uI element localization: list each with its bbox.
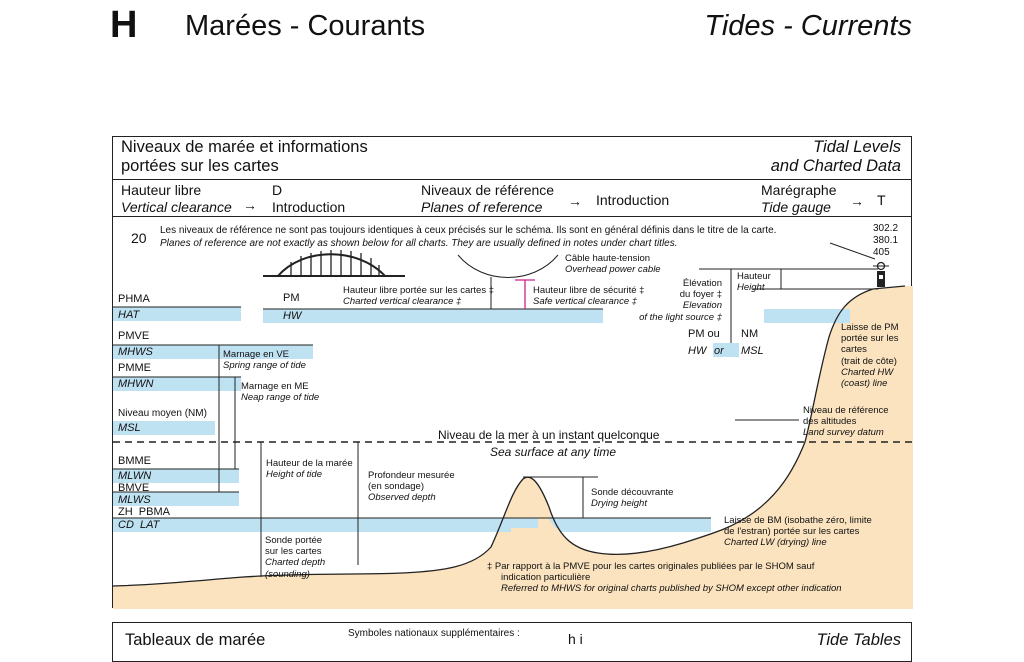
footnote: ‡ Par rapport à la PMVE pour les cartes … <box>487 561 842 595</box>
bottom-title-en: Tide Tables <box>816 631 901 649</box>
sea-surface-fr: Niveau de la mer à un instant quelconque <box>438 428 660 442</box>
bridge-pm-label: PM <box>283 292 300 304</box>
bottom-title-fr: Tableaux de marée <box>125 631 266 649</box>
sea-surface-en: Sea surface at any time <box>490 445 617 459</box>
label-pmme: PMME <box>118 362 151 374</box>
note-en: Planes of reference are not exactly as s… <box>160 238 678 249</box>
chart-datum-water <box>113 518 711 528</box>
spring-range-label: Marnage en VE Spring range of tide <box>223 349 306 372</box>
ref-planes-of-reference[interactable]: Niveaux de référence Planes of reference <box>421 182 555 215</box>
light-elevation-label: Élévation du foyer ‡ Elevation of the li… <box>639 278 722 323</box>
light-hw: HW <box>688 345 707 357</box>
coast-hw-band <box>764 309 850 323</box>
tidal-levels-panel: Niveaux de marée et informations portées… <box>112 136 913 609</box>
label-bmme: BMME <box>118 455 151 467</box>
light-pm-ou: PM ou <box>688 328 720 340</box>
label-bmve: BMVE <box>118 482 150 494</box>
label-hat: HAT <box>118 309 140 321</box>
safe-clearance-label: Hauteur libre de sécurité ‡ Safe vertica… <box>533 285 645 308</box>
light-or: or <box>714 345 724 357</box>
bridge-arch <box>277 253 386 277</box>
bridge-hw-band <box>263 309 603 323</box>
power-cable <box>457 254 559 278</box>
label-phma: PHMA <box>118 293 150 305</box>
label-cd-lat: CD LAT <box>118 519 160 531</box>
light-nm: NM <box>741 328 759 340</box>
bottom-symbol-letters: h i <box>568 631 583 647</box>
neap-range-label: Marnage en ME Neap range of tide <box>241 381 320 404</box>
land-datum-label: Niveau de référence des altitudes Land s… <box>803 405 889 439</box>
light-height-label: Hauteur Height <box>737 271 771 294</box>
panel-title-en: Tidal Levels and Charted Data <box>770 138 901 176</box>
lighthouse-icon <box>873 261 889 287</box>
charted-lw-label: Laisse de BM (isobathe zéro, limite de l… <box>724 515 872 549</box>
power-cable-label: Câble haute-tension Overhead power cable <box>565 253 661 276</box>
coast-hw-label: Laisse de PM portée sur les cartes (trai… <box>841 322 899 390</box>
label-mlws: MLWS <box>118 494 151 506</box>
arrow-icon: → <box>850 193 864 209</box>
tide-tables-panel: Tableaux de marée Symboles nationaux sup… <box>112 622 912 662</box>
ref-vertical-clearance[interactable]: Hauteur libre Vertical clearance <box>121 182 232 215</box>
label-mhws: MHWS <box>118 346 153 358</box>
tide-gauge-leader <box>829 242 876 260</box>
label-pmve: PMVE <box>118 330 150 342</box>
light-msl: MSL <box>741 345 764 357</box>
arrow-icon: → <box>568 193 582 209</box>
bridge-hw-label: HW <box>283 310 302 322</box>
panel-title-fr: Niveaux de marée et informations portées… <box>121 138 368 176</box>
bottom-national-symbols: Symboles nationaux supplémentaires : <box>348 628 520 639</box>
title-divider <box>113 179 911 180</box>
charted-depth-label: Sonde portée sur les cartes Charted dept… <box>265 535 326 580</box>
height-of-tide-label: Hauteur de la marée Height of tide <box>266 458 353 481</box>
observed-depth-label: Profondeur mesurée (en sondage) Observed… <box>368 470 455 504</box>
charted-clearance-label: Hauteur libre portée sur les cartes ‡ Ch… <box>343 285 495 308</box>
section-letter: H <box>110 4 138 46</box>
ref-introduction[interactable]: Introduction <box>596 192 670 208</box>
symbol-codes: 302.2 380.1 405 <box>873 223 899 258</box>
label-msl: MSL <box>118 422 141 434</box>
refs-divider <box>113 216 911 217</box>
arrow-icon: → <box>243 197 257 213</box>
note-fr: Les niveaux de référence ne sont pas tou… <box>160 225 777 236</box>
label-nm: Niveau moyen (NM) <box>118 408 207 419</box>
ref-t-letter[interactable]: T <box>877 192 886 208</box>
page-title-en: Tides - Currents <box>704 10 912 42</box>
cd-band-left <box>113 518 511 532</box>
page-title-fr: Marées - Courants <box>185 10 426 42</box>
ref-d-introduction[interactable]: D Introduction <box>272 182 346 215</box>
drying-height-label: Sonde découvrante Drying height <box>591 487 674 510</box>
label-mlwn: MLWN <box>118 470 152 482</box>
note-number: 20 <box>131 230 147 246</box>
label-zh-pbma: ZH PBMA <box>118 506 170 518</box>
cd-band-right <box>559 518 711 532</box>
bridge-hangers <box>290 250 380 276</box>
label-mhwn: MHWN <box>118 378 154 390</box>
ref-tide-gauge[interactable]: Marégraphe Tide gauge <box>761 182 837 215</box>
